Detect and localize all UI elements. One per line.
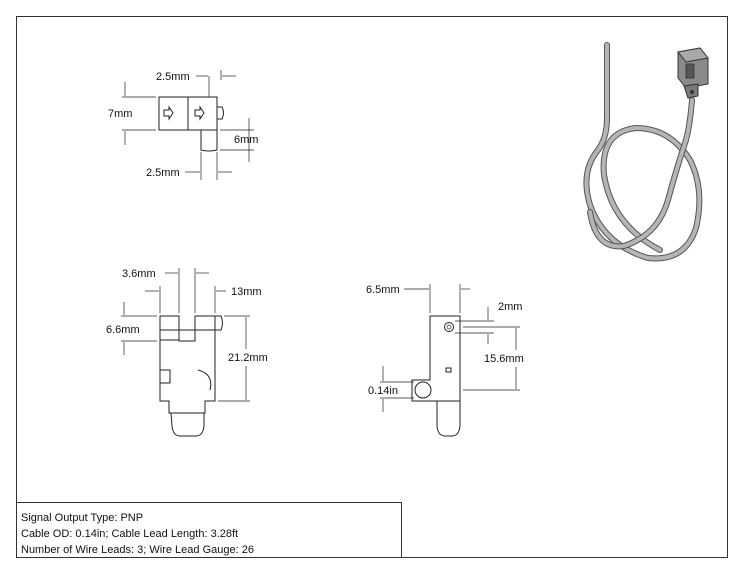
dim-front-width: 13mm bbox=[231, 286, 262, 298]
mount-hole bbox=[444, 322, 454, 332]
dim-front-slot: 3.6mm bbox=[122, 268, 156, 280]
product-iso-view bbox=[583, 42, 709, 262]
dim-top-width: 2.5mm bbox=[156, 71, 190, 83]
spec-wire-leads: Number of Wire Leads: 3; Wire Lead Gauge… bbox=[21, 544, 254, 556]
sensor-head bbox=[677, 47, 709, 99]
dim-side-hole: 2mm bbox=[498, 301, 522, 313]
top-view-body bbox=[158, 96, 224, 152]
title-block-border bbox=[16, 502, 402, 558]
spec-cable: Cable OD: 0.14in; Cable Lead Length: 3.2… bbox=[21, 528, 239, 540]
front-view: 3.6mm 13mm 6.6mm 21.2mm bbox=[106, 268, 268, 437]
top-view: 2.5mm 7mm 6mm 2.5mm bbox=[108, 70, 258, 180]
arrow-icon bbox=[194, 105, 205, 121]
dim-side-cable-od: 0.14in bbox=[368, 385, 398, 397]
dim-top-height-left: 7mm bbox=[108, 108, 132, 120]
dim-front-height-right: 21.2mm bbox=[228, 352, 268, 364]
side-view-body bbox=[411, 315, 461, 437]
side-view: 6.5mm 2mm 15.6mm 0.14in bbox=[366, 284, 524, 437]
cable-port bbox=[414, 381, 432, 399]
dim-side-height: 15.6mm bbox=[484, 353, 524, 365]
spec-signal-output: Signal Output Type: PNP bbox=[21, 512, 144, 524]
dim-side-width: 6.5mm bbox=[366, 284, 400, 296]
dim-front-height-left: 6.6mm bbox=[106, 324, 140, 336]
front-view-body bbox=[159, 315, 223, 437]
arrow-icon bbox=[163, 105, 174, 121]
dim-top-bottom-width: 2.5mm bbox=[146, 167, 180, 179]
dim-top-height-right: 6mm bbox=[234, 134, 258, 146]
specs-block: Signal Output Type: PNP Cable OD: 0.14in… bbox=[21, 510, 401, 558]
